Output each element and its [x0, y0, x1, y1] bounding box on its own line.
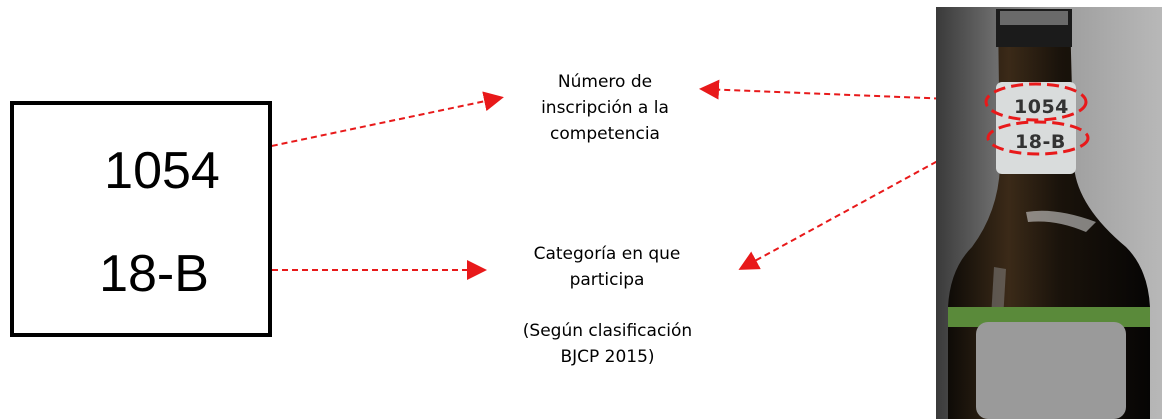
bottle-registration-number: 1054	[1014, 96, 1069, 118]
registration-caption-line: inscripción a la	[541, 98, 669, 118]
arrow-box-number	[261, 91, 504, 149]
category-caption-line: participa	[569, 270, 645, 290]
registration-caption: Número de inscripción a la competencia	[505, 69, 705, 147]
category-code: 18-B	[99, 245, 209, 303]
classification-note-line: (Según clasificación	[522, 321, 693, 341]
category-caption-line: Categoría en que	[533, 244, 681, 264]
label-example-box	[10, 101, 272, 337]
bottle-photo: 1054 18-B	[936, 7, 1162, 419]
bottle-illustration	[936, 7, 1162, 419]
classification-note: (Según clasificación BJCP 2015)	[495, 318, 720, 370]
arrow-bottle-category	[738, 127, 999, 270]
category-caption: Categoría en que participa	[502, 241, 712, 293]
registration-caption-line: Número de	[557, 72, 653, 92]
classification-note-line: BJCP 2015)	[560, 347, 655, 367]
registration-caption-line: competencia	[550, 124, 660, 144]
bottle-category-code: 18-B	[1015, 131, 1066, 153]
registration-number: 1054	[104, 142, 220, 200]
